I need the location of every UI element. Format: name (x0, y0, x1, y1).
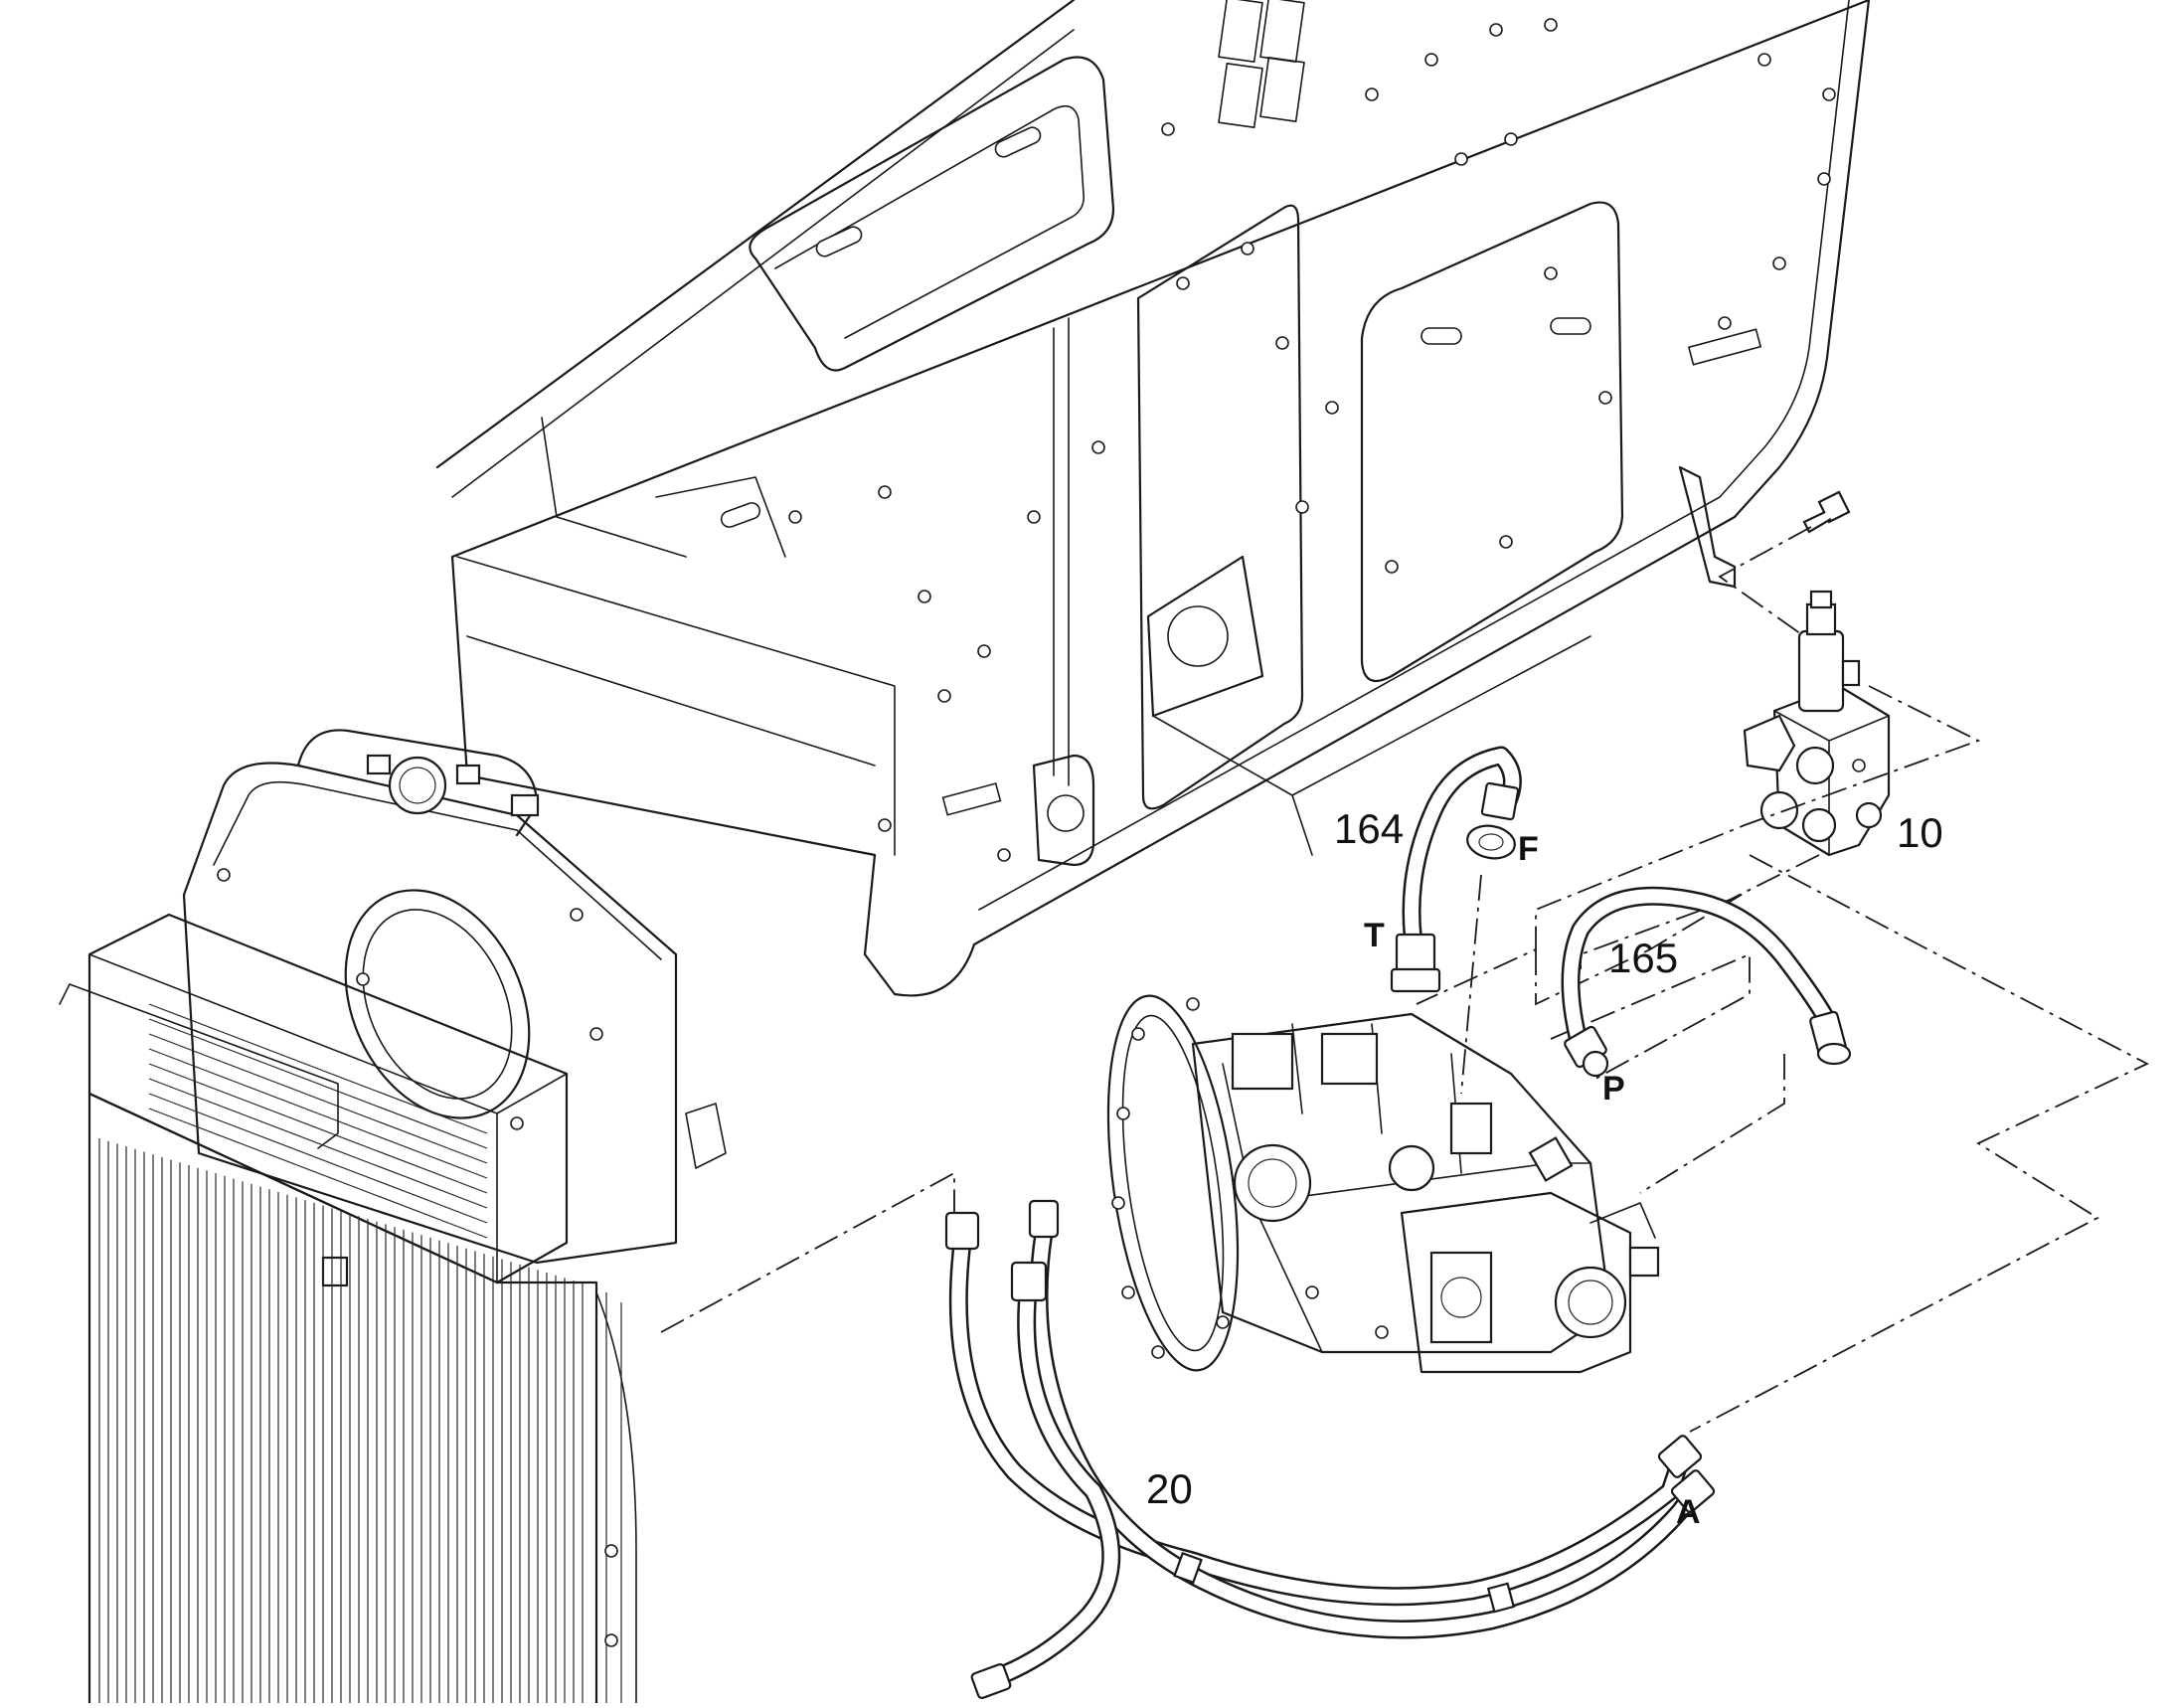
machine-frame (435, 0, 1871, 997)
pump-bolts (1111, 997, 1389, 1359)
tank-ribs (148, 1003, 488, 1239)
hydraulic-pump (1106, 994, 1660, 1374)
callout-20: 20 (1146, 1465, 1193, 1512)
callout-164: 164 (1334, 805, 1404, 852)
port-label-f: F (1518, 830, 1539, 868)
valve-block-10 (1743, 590, 1891, 857)
port-labels: T F P A (1364, 830, 1701, 1531)
port-label-a: A (1676, 1493, 1701, 1531)
hose-164 (1390, 746, 1522, 993)
port-label-p: P (1602, 1070, 1625, 1108)
hose-set-20 (944, 1199, 1716, 1700)
radiator-core-fins (98, 1138, 584, 1703)
frame-grille (1218, 0, 1305, 129)
hose-165 (1561, 886, 1852, 1078)
callout-10: 10 (1897, 809, 1943, 856)
radiator-cooler-assembly (59, 729, 727, 1705)
bolt (1802, 490, 1851, 534)
callout-labels: 164 165 10 20 (1146, 805, 1943, 1512)
callout-165: 165 (1608, 935, 1678, 981)
frame-holes (788, 18, 1836, 862)
port-label-t: T (1364, 917, 1385, 954)
